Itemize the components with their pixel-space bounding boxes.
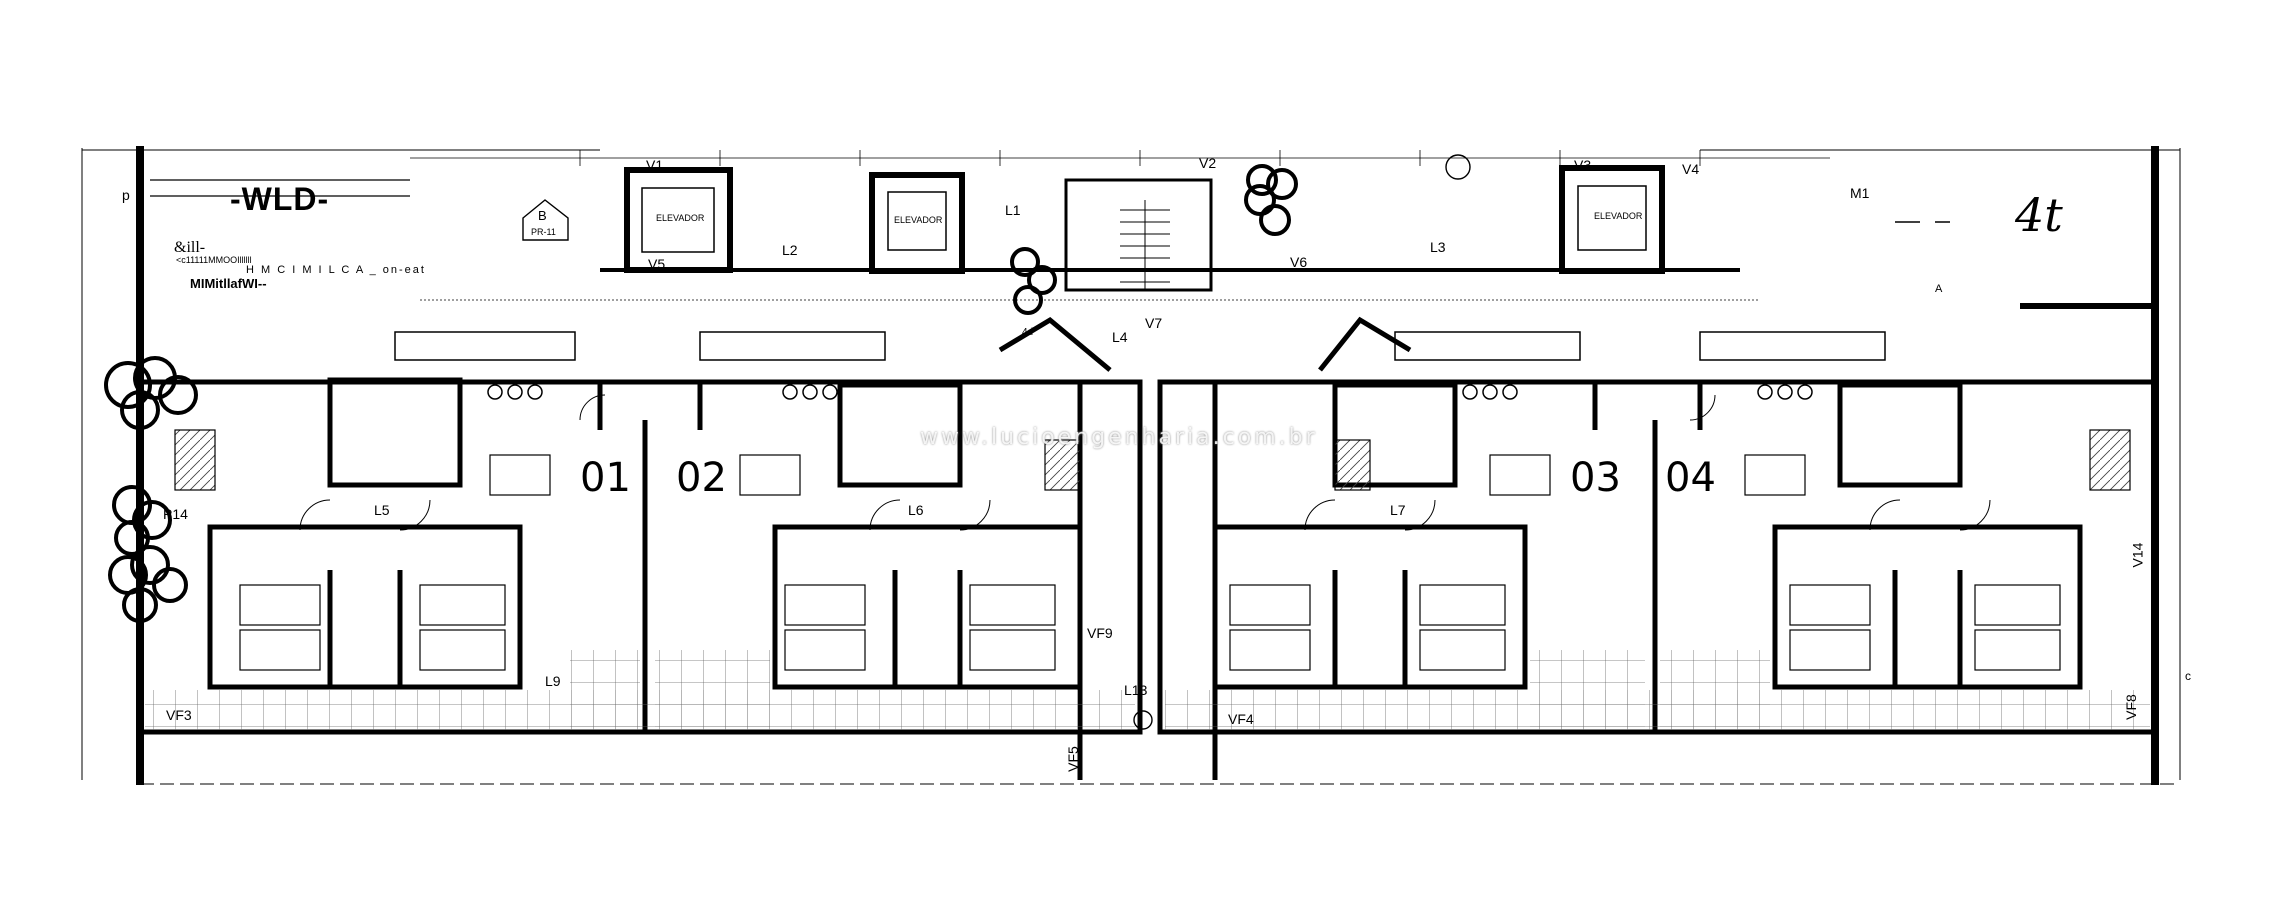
beam-l2: L2: [782, 242, 798, 258]
door-swings: [299, 394, 1991, 531]
unit-number-01: 01: [580, 455, 631, 501]
elevator-label-center: ELEVADOR: [894, 215, 943, 225]
header-text-line1: &ill-: [174, 239, 206, 256]
unit-number-02: 02: [676, 455, 727, 501]
header-text-line4: MIMitllafWI--: [190, 276, 267, 291]
beam-v5: V5: [648, 256, 666, 272]
beam-vf5: VF5: [1064, 746, 1081, 772]
beam-l9: L9: [545, 673, 561, 689]
revision-clouds: [104, 164, 1298, 623]
balcony-floor: [145, 650, 2150, 730]
corner-mark-p: p: [122, 187, 130, 203]
beam-m1: M1: [1850, 185, 1870, 201]
reference-code: PR-11: [531, 227, 556, 237]
dining-tables: [174, 429, 2131, 496]
stair-annotation: 4d: [1022, 327, 1034, 338]
elevator-label-right: ELEVADOR: [1594, 211, 1643, 221]
beam-vf9: VF9: [1087, 625, 1113, 641]
beam-vf3: VF3: [166, 707, 192, 723]
corner-mark-4t: 4t: [2015, 188, 2063, 242]
beam-l6: L6: [908, 502, 924, 518]
reference-letter: B: [538, 208, 547, 223]
beam-v2: V2: [1199, 155, 1217, 171]
section-mark-a: A: [1935, 283, 1943, 295]
beam-v3: V3: [1574, 157, 1592, 173]
beam-l4: L4: [1112, 329, 1128, 345]
wld-title: -WLD-: [230, 181, 330, 217]
header-text-line3: H M C I M I L C A _ on-eat: [246, 264, 426, 276]
beam-v7: V7: [1145, 315, 1163, 331]
unit-walls: [137, 377, 2158, 780]
watermark-text: www.lucioengenharia.com.br: [920, 425, 1318, 450]
beam-v4: V4: [1682, 161, 1700, 177]
beam-vf4: VF4: [1228, 711, 1254, 727]
header-text-line2: <c11111MMOOIllllll: [176, 255, 252, 265]
beam-v1: V1: [646, 157, 664, 173]
kitchen-counters: [394, 331, 1886, 400]
beam-l5: L5: [374, 502, 390, 518]
beam-vf8: VF8: [2122, 694, 2139, 720]
elevator-label-left: ELEVADOR: [656, 213, 705, 223]
top-dimension-line: [410, 150, 1830, 301]
building-core: [600, 165, 1740, 372]
pillar-p14: P14: [163, 506, 188, 522]
unit-number-03: 03: [1570, 455, 1621, 501]
beds: [239, 584, 2061, 671]
beam-v6: V6: [1290, 254, 1308, 270]
beam-l3: L3: [1430, 239, 1446, 255]
beam-l13: L13: [1124, 682, 1148, 698]
beam-l1: L1: [1005, 202, 1021, 218]
beam-l7: L7: [1390, 502, 1406, 518]
section-markers: [522, 154, 1471, 730]
beam-v14: V14: [2129, 542, 2146, 568]
unit-number-04: 04: [1665, 455, 1716, 501]
section-mark-c: c: [2185, 669, 2191, 683]
